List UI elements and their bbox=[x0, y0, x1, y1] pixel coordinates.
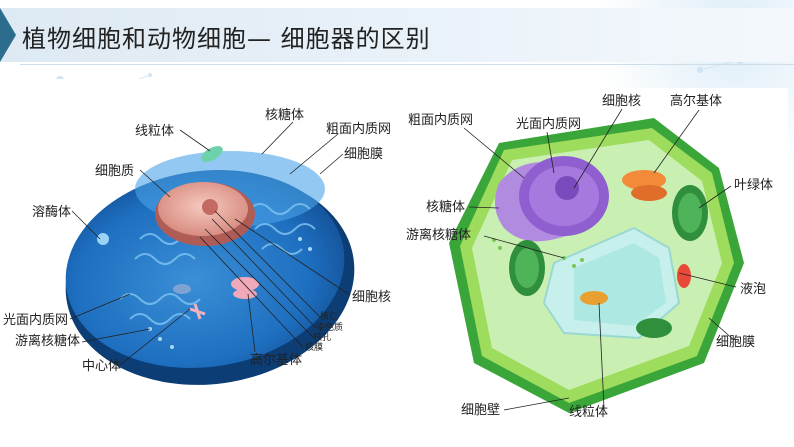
animal-label-lysosome: 溶酶体 bbox=[32, 204, 71, 220]
animal-label-centrosome: 中心体 bbox=[82, 359, 121, 374]
animal-label-nuclear-pore: 核孔 bbox=[313, 331, 331, 343]
animal-label-cell-membrane: 细胞膜 bbox=[344, 147, 383, 162]
slide-title: 植物细胞和动物细胞— 细胞器的区别 bbox=[22, 25, 431, 53]
title-bar: 植物细胞和动物细胞— 细胞器的区别 bbox=[0, 8, 794, 62]
plant-label-smooth-er: 光面内质网 bbox=[516, 116, 581, 132]
animal-label-nuclear-membrane: 核膜 bbox=[305, 341, 323, 353]
animal-label-mitochondria: 线粒体 bbox=[135, 124, 174, 139]
plant-label-mitochondria: 线粒体 bbox=[569, 405, 608, 420]
plant-label-ribosome: 核糖体 bbox=[426, 199, 465, 215]
animal-cell-figure: 线粒体 核糖体 粗面内质网 细胞膜 细胞质 溶酶体 细胞核 核仁 染色质 核孔 … bbox=[0, 79, 400, 447]
animal-label-nucleus: 细胞核 bbox=[352, 290, 391, 305]
plant-cell-figure: 粗面内质网 光面内质网 细胞核 高尔基体 叶绿体 核糖体 游离核糖体 液泡 细胞… bbox=[404, 88, 788, 434]
animal-label-rough-er: 粗面内质网 bbox=[326, 121, 391, 137]
plant-label-chloroplast: 叶绿体 bbox=[734, 178, 773, 193]
plant-label-rough-er: 粗面内质网 bbox=[408, 112, 473, 128]
title-accent-triangle bbox=[0, 8, 16, 62]
plant-label-golgi: 高尔基体 bbox=[670, 93, 722, 109]
plant-cell-illustration bbox=[449, 118, 744, 413]
plant-label-nucleus: 细胞核 bbox=[602, 94, 641, 109]
animal-label-smooth-er: 光面内质网 bbox=[3, 312, 68, 328]
animal-label-golgi: 高尔基体 bbox=[250, 352, 302, 368]
animal-label-nucleolus: 核仁 bbox=[320, 310, 338, 322]
plant-label-cell-wall: 细胞壁 bbox=[461, 403, 500, 418]
animal-label-ribosome: 核糖体 bbox=[265, 107, 304, 123]
plant-label-cell-membrane: 细胞膜 bbox=[716, 335, 755, 350]
animal-label-free-ribosome: 游离核糖体 bbox=[15, 333, 80, 349]
plant-label-free-ribosome: 游离核糖体 bbox=[406, 227, 471, 243]
animal-cell-illustration bbox=[65, 146, 355, 385]
title-divider bbox=[20, 64, 794, 65]
animal-label-chromatin: 染色质 bbox=[316, 321, 343, 333]
plant-label-vacuole: 液泡 bbox=[740, 282, 766, 297]
animal-label-cytoplasm: 细胞质 bbox=[95, 164, 134, 179]
